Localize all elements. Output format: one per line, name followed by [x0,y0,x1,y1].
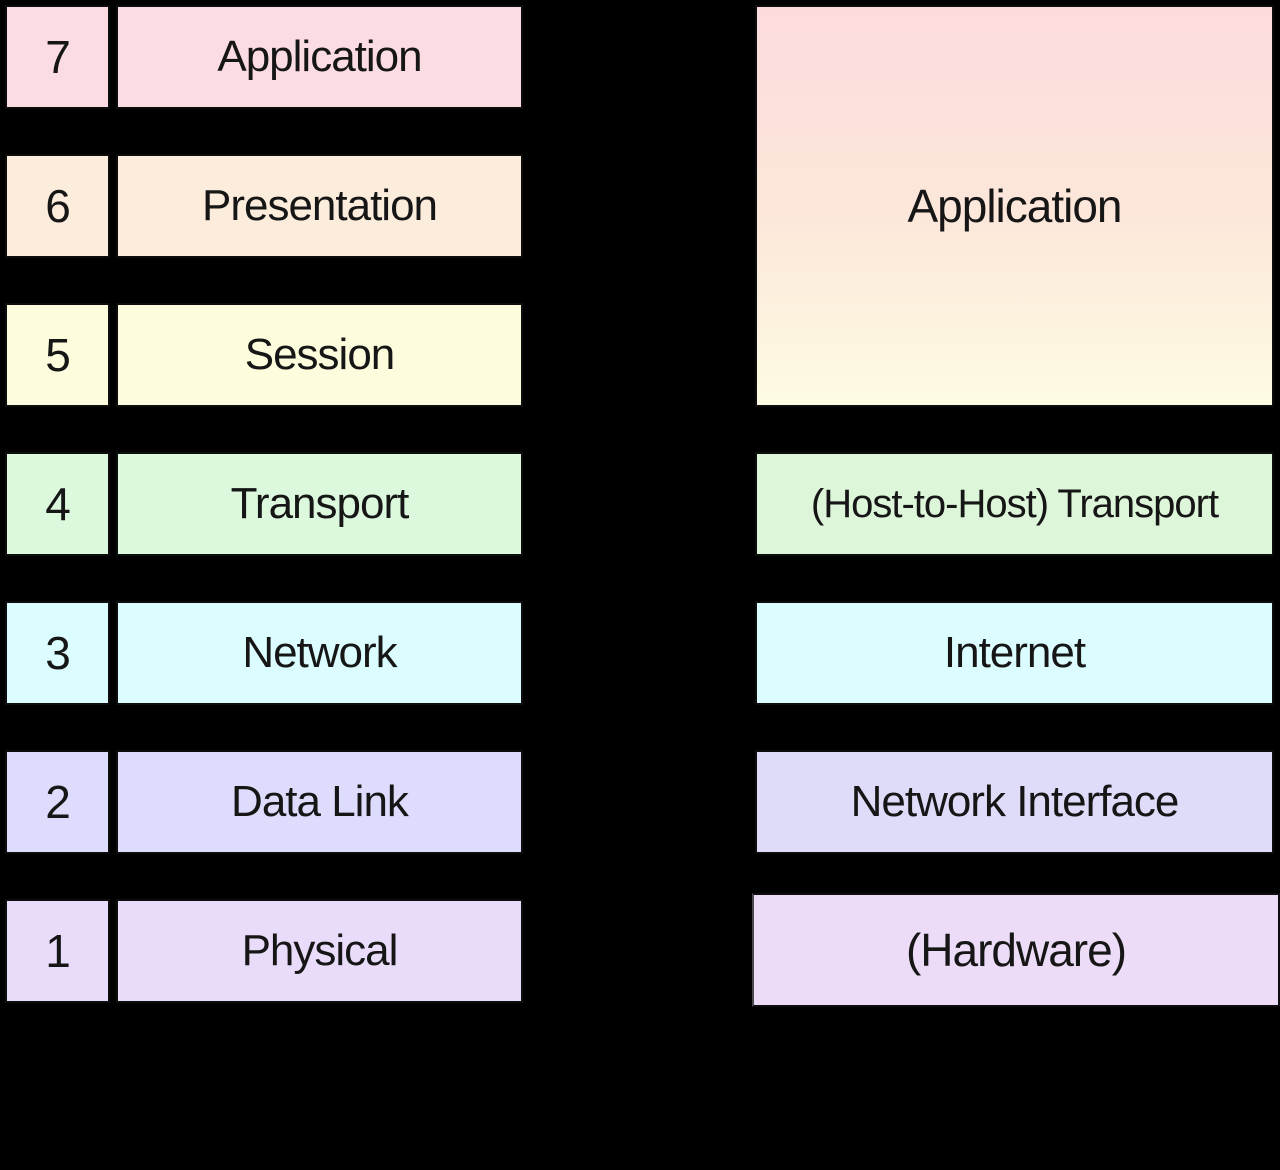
tcpip-hardware-box: (Hardware) [752,893,1280,1007]
osi-layer-5-label: Session [116,303,523,407]
osi-layer-3-label: Network [116,601,523,705]
osi-layer-1-number: 1 [5,899,110,1003]
tcpip-network-interface-box: Network Interface [755,750,1274,854]
tcpip-internet-box: Internet [755,601,1274,705]
osi-layer-7-label: Application [116,5,523,109]
osi-layer-3-number: 3 [5,601,110,705]
osi-layer-2-label: Data Link [116,750,523,854]
osi-layer-5-number: 5 [5,303,110,407]
osi-layer-6-number: 6 [5,154,110,258]
osi-layer-1-label: Physical [116,899,523,1003]
osi-layer-6-label: Presentation [116,154,523,258]
tcpip-application-box: Application [755,5,1274,407]
osi-layer-7-number: 7 [5,5,110,109]
osi-layer-4-number: 4 [5,452,110,556]
osi-layer-4-label: Transport [116,452,523,556]
tcpip-transport-box: (Host-to-Host) Transport [755,452,1274,556]
osi-layer-2-number: 2 [5,750,110,854]
